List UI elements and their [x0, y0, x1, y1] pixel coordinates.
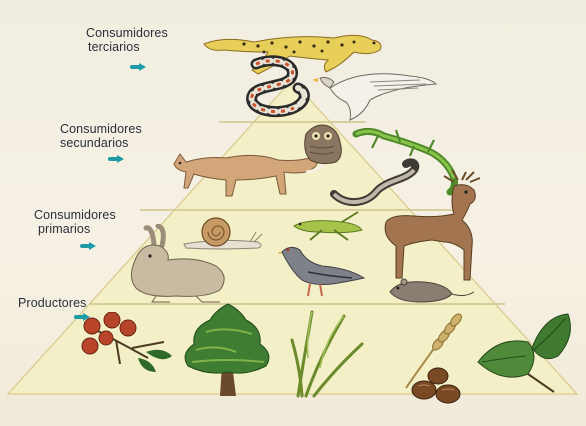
grasshopper-icon [288, 208, 368, 242]
pigeon-icon [272, 238, 368, 302]
label-producers: Productores [18, 296, 87, 310]
arrow-secondary-icon [108, 156, 124, 162]
label-tertiary: Consumidores terciarios [86, 26, 168, 54]
label-secondary: Consumidores secundarios [60, 122, 142, 150]
tree-icon [176, 300, 280, 400]
leaves-icon [468, 312, 578, 396]
arrow-tertiary-icon [130, 64, 146, 70]
nuts-icon [408, 366, 474, 406]
deer-icon [374, 170, 504, 284]
berries-icon [76, 312, 176, 374]
arrow-primary-icon [80, 243, 96, 249]
label-primary: Consumidores primarios [34, 208, 116, 236]
mouse-icon [380, 272, 476, 308]
grass-icon [286, 298, 366, 398]
eagle-icon [300, 58, 440, 124]
rabbit-icon [116, 224, 234, 304]
